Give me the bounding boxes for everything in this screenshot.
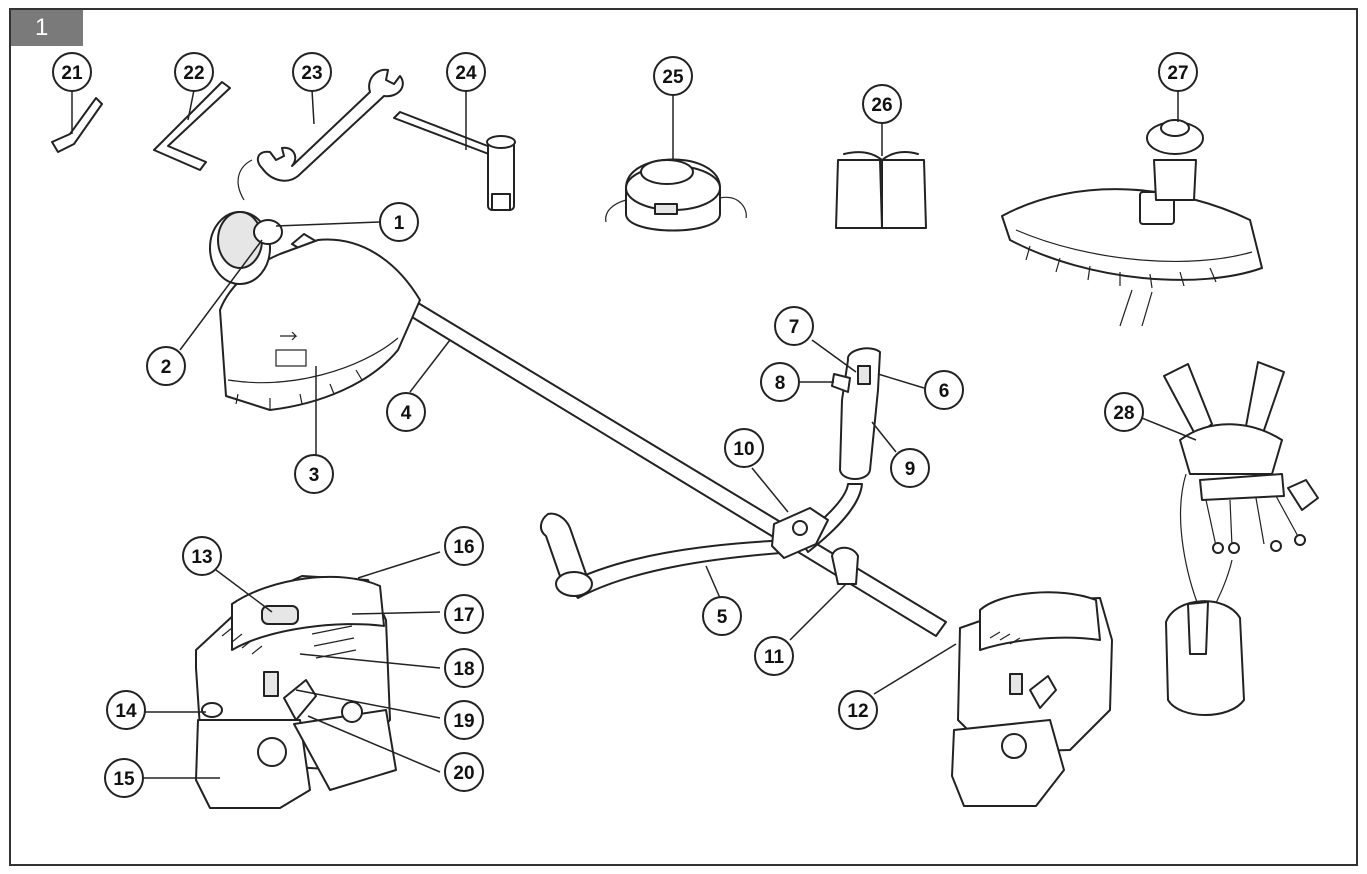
callout-label: 22 [183,63,204,84]
callout-label: 25 [662,67,684,88]
engine-unit-main [951,591,1113,807]
callout-label: 28 [1113,403,1134,424]
spark-plug-socket-wrench [393,111,516,211]
callout-1: 1 [379,202,419,242]
callout-label: 27 [1167,63,1188,84]
callout-21: 21 [52,52,92,92]
callout-25: 25 [653,56,693,96]
trimmer-head [605,158,747,232]
callout-label: 20 [453,763,474,784]
callout-15: 15 [104,758,144,798]
hex-key-small [51,97,103,153]
callout-22: 22 [174,52,214,92]
callout-label: 18 [453,659,474,680]
callout-27: 27 [1158,52,1198,92]
harness-hook [831,546,859,585]
operator-manual [835,151,927,229]
callout-label: 26 [871,95,892,116]
callout-5: 5 [702,596,742,636]
callout-label: 14 [115,701,137,722]
callout-label: 17 [453,605,474,626]
callout-label: 24 [455,63,477,84]
cutting-guard [219,238,421,411]
callout-label: 15 [113,769,135,790]
callout-label: 9 [905,459,916,480]
callout-23: 23 [292,52,332,92]
callout-16: 16 [444,526,484,566]
callout-label: 12 [847,701,868,722]
throttle-grip [831,347,881,480]
callout-label: 13 [191,547,212,568]
callout-9: 9 [890,448,930,488]
callout-2: 2 [146,346,186,386]
callout-label: 10 [733,439,754,460]
combination-wrench [237,68,404,201]
handle-clamp [771,507,829,559]
callout-label: 5 [717,607,728,628]
leader-lines [71,89,1197,779]
callout-10: 10 [724,428,764,468]
callout-28: 28 [1104,392,1144,432]
callout-14: 14 [106,690,146,730]
callout-19: 19 [444,700,484,740]
callout-18: 18 [444,648,484,688]
figure-number-badge: 1 [11,10,83,46]
callout-4: 4 [386,392,426,432]
callout-label: 21 [61,63,83,84]
callout-26: 26 [862,84,902,124]
shoulder-harness [1163,361,1319,716]
blade-guard-assembly [1001,119,1263,327]
callout-3: 3 [294,454,334,494]
callout-label: 4 [401,403,412,424]
callout-8: 8 [760,362,800,402]
callout-12: 12 [838,690,878,730]
callout-label: 11 [764,647,785,668]
callout-11: 11 [754,636,794,676]
callout-13: 13 [182,536,222,576]
figure-frame [9,8,1358,866]
callout-24: 24 [446,52,486,92]
hex-key-large [153,81,231,171]
callout-label: 1 [394,213,405,234]
callout-label: 3 [309,465,320,486]
callout-label: 8 [775,373,786,394]
engine-unit-detail [195,575,397,809]
callout-7: 7 [774,306,814,346]
callout-label: 2 [161,357,172,378]
callout-20: 20 [444,752,484,792]
callout-label: 16 [453,537,474,558]
callout-label: 19 [453,711,474,732]
callout-label: 23 [301,63,322,84]
callout-label: 6 [939,381,950,402]
callout-label: 7 [789,317,800,338]
callout-6: 6 [924,370,964,410]
callout-17: 17 [444,594,484,634]
